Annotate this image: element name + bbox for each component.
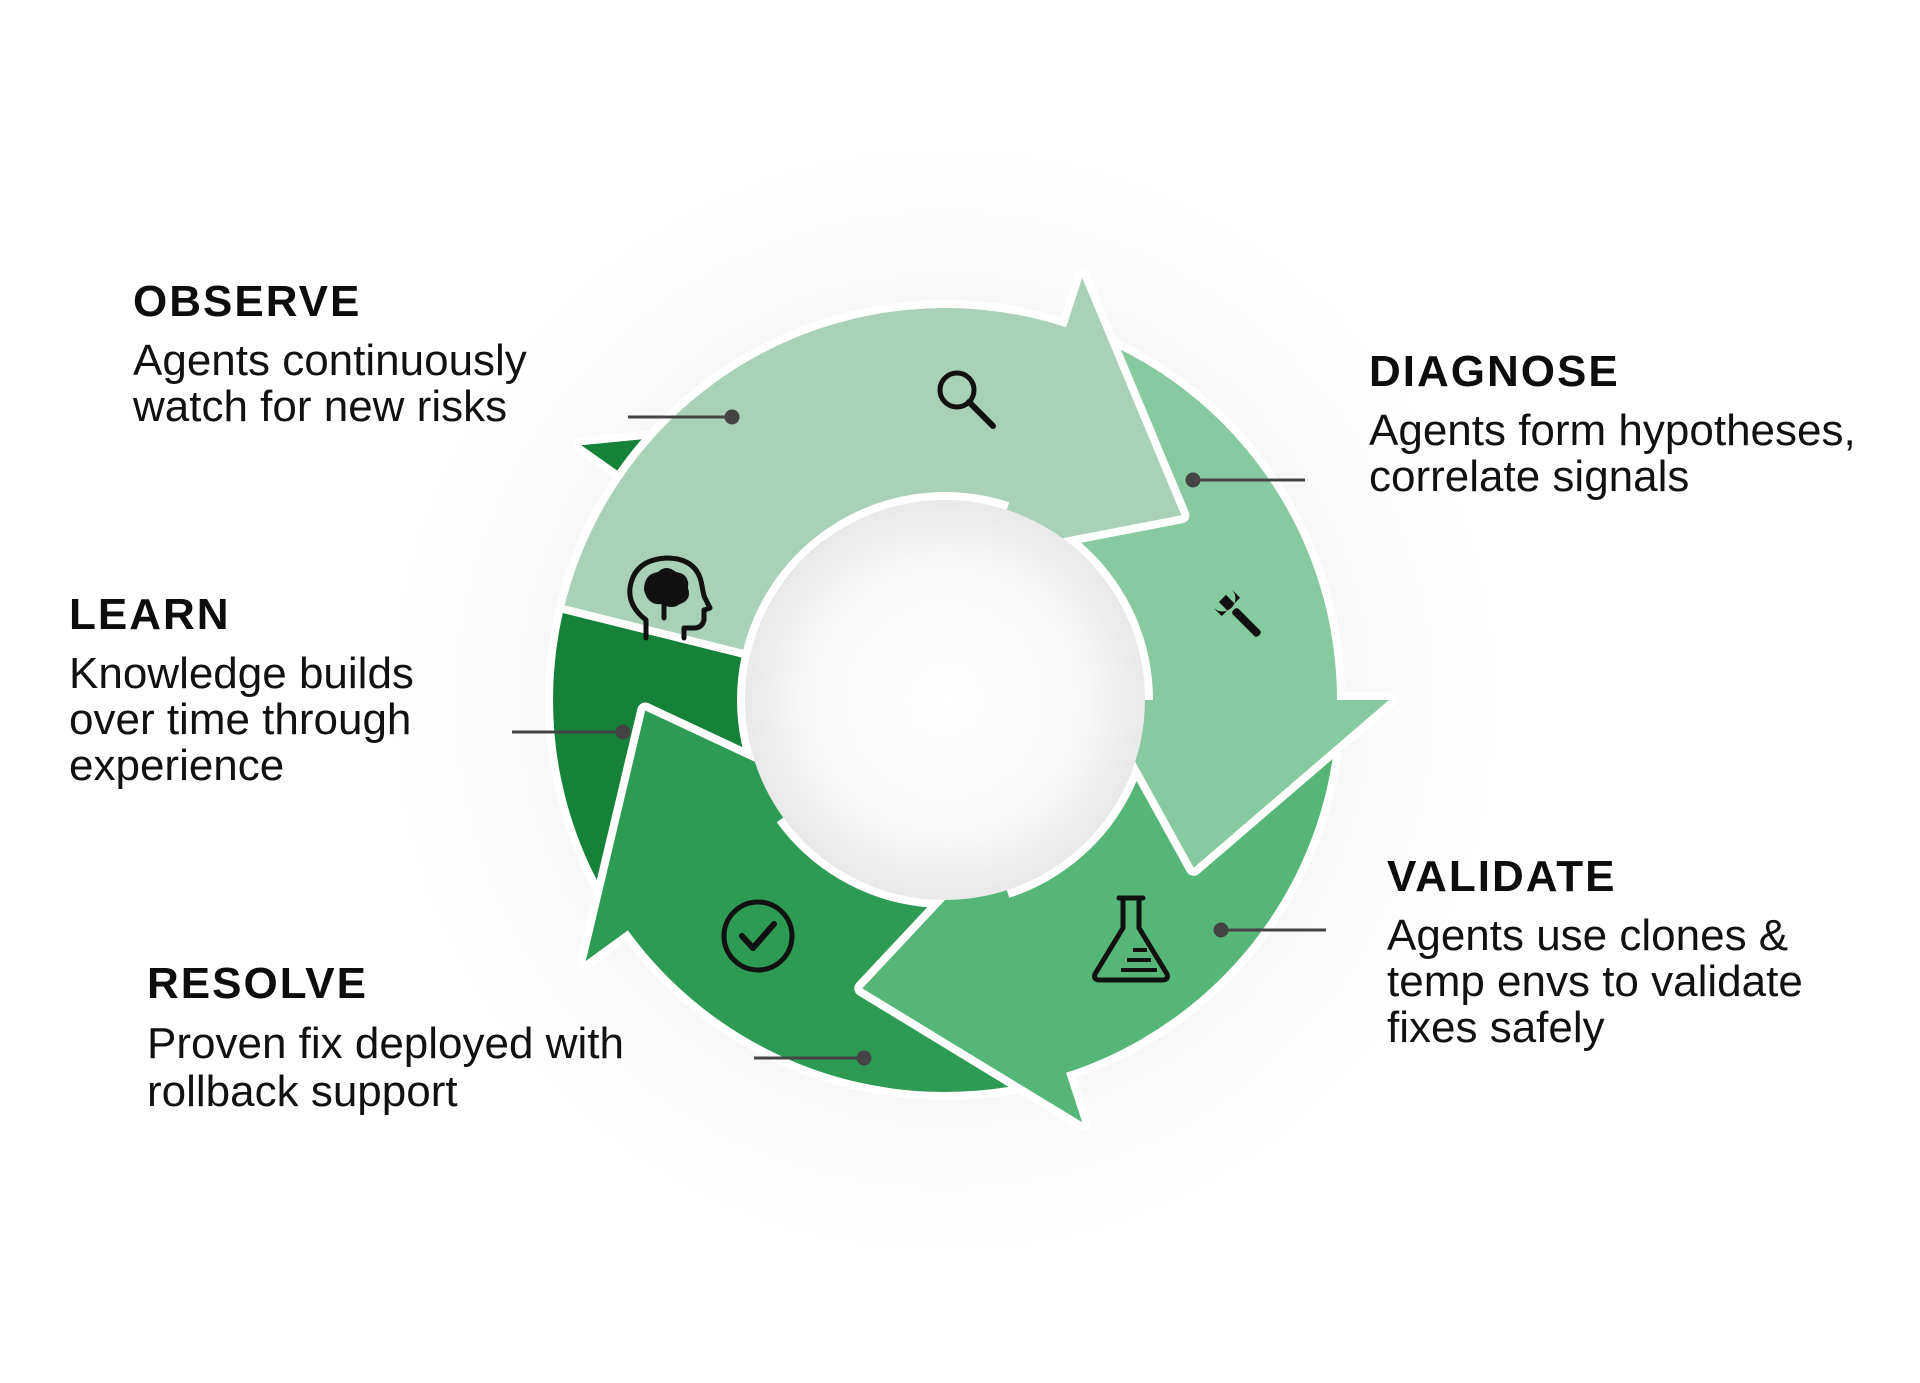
stage-desc-line: rollback support (147, 1067, 458, 1116)
stage-desc-validate: Agents use clones & temp envs to validat… (1387, 913, 1803, 1051)
connector-dot-learn (615, 724, 631, 740)
stage-desc-line: correlate signals (1369, 452, 1690, 501)
connector-dot-resolve (856, 1050, 872, 1066)
stage-desc-line: temp envs to validate (1387, 957, 1803, 1006)
stage-desc-line: experience (69, 741, 285, 790)
stage-learn: LEARN Knowledge builds over time through… (69, 589, 414, 789)
stage-desc-observe: Agents continuously watch for new risks (133, 338, 527, 430)
magnifier-icon (937, 370, 996, 429)
stage-observe: OBSERVE Agents continuously watch for ne… (133, 276, 527, 430)
cycle-ring (545, 269, 1397, 1131)
stage-desc-diagnose: Agents form hypotheses, correlate signal… (1369, 408, 1856, 500)
stage-icons (627, 370, 1261, 983)
stage-desc-line: Agents continuously (133, 336, 527, 385)
check-circle-icon (721, 899, 795, 973)
ring-center (745, 500, 1145, 900)
stage-desc-line: Agents use clones & (1387, 911, 1789, 960)
connector-dot-observe (724, 409, 740, 425)
connector-dot-validate (1213, 922, 1229, 938)
stage-desc-line: Agents form hypotheses, (1369, 406, 1856, 455)
stage-diagnose: DIAGNOSE Agents form hypotheses, correla… (1369, 346, 1856, 500)
stage-desc-learn: Knowledge builds over time through exper… (69, 651, 414, 789)
brain-head-icon (627, 555, 713, 641)
stage-desc-line: Knowledge builds (69, 649, 414, 698)
connector-lines (512, 409, 1326, 1066)
stage-resolve: RESOLVE Proven fix deployed with rollbac… (147, 958, 624, 1116)
stage-title-resolve: RESOLVE (147, 959, 369, 1008)
flask-icon (1092, 895, 1170, 983)
connector-dot-diagnose (1185, 472, 1201, 488)
stage-desc-resolve: Proven fix deployed with rollback suppor… (147, 1020, 624, 1116)
stage-validate: VALIDATE Agents use clones & temp envs t… (1387, 851, 1803, 1051)
stage-title-validate: VALIDATE (1387, 852, 1617, 901)
stage-title-diagnose: DIAGNOSE (1369, 347, 1620, 396)
stage-desc-line: Proven fix deployed with (147, 1019, 624, 1068)
wrench-icon (1213, 589, 1261, 637)
arrow-observe (556, 269, 1190, 658)
stage-desc-line: fixes safely (1387, 1003, 1605, 1052)
stage-title-learn: LEARN (69, 590, 231, 639)
stage-desc-line: over time through (69, 695, 412, 744)
stage-title-observe: OBSERVE (133, 277, 362, 326)
stage-desc-line: watch for new risks (133, 382, 508, 431)
